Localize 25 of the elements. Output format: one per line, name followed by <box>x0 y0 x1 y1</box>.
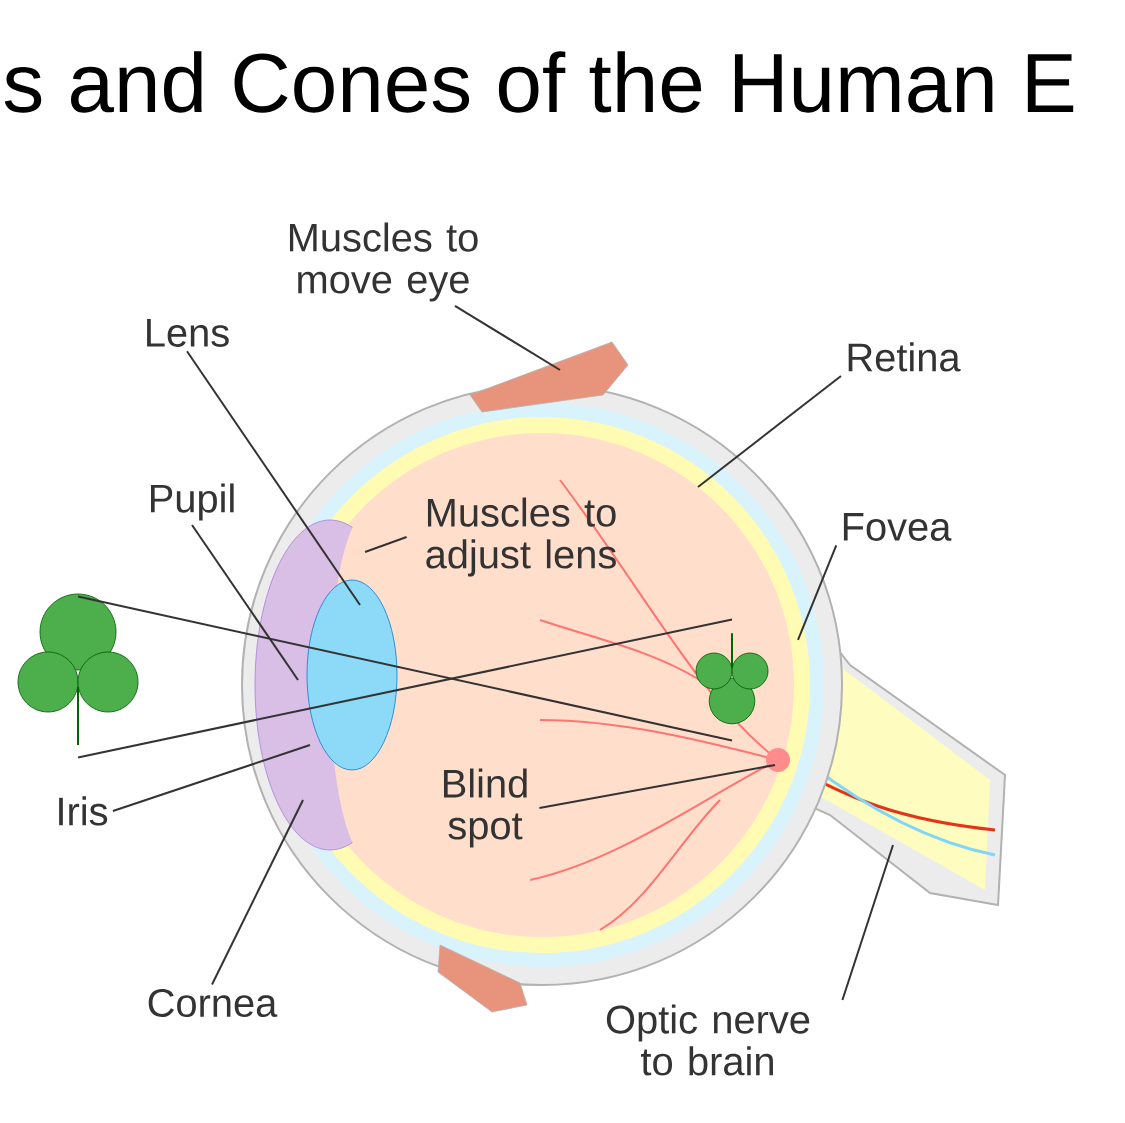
light-ray <box>77 618 733 759</box>
leader-line <box>186 350 361 606</box>
leader-line <box>364 536 408 553</box>
light-ray <box>77 595 733 742</box>
part-label: Muscles to adjust lens <box>426 497 616 577</box>
part-label: Muscles to move eye <box>289 222 478 302</box>
part-label: Blind spot <box>444 768 527 848</box>
leader-line <box>453 304 561 371</box>
part-label: Cornea <box>148 988 278 1018</box>
leader-line <box>538 764 776 809</box>
leaf-drawing <box>695 632 769 725</box>
part-label: Optic nerve to brain <box>606 1004 810 1076</box>
leader-line <box>841 844 894 1002</box>
leader-line <box>211 799 304 986</box>
leader-line <box>797 544 838 641</box>
leader-line <box>111 744 311 812</box>
leaf-drawing <box>17 593 139 746</box>
leader-line <box>697 375 842 488</box>
part-label: Iris <box>59 796 108 826</box>
part-label: Pupil <box>151 483 234 521</box>
part-label: Lens <box>147 319 229 347</box>
part-label: Retina <box>848 342 961 372</box>
title: s and Cones of the Human E <box>4 51 1074 113</box>
part-label: Fovea <box>843 513 952 541</box>
leader-line <box>191 523 299 681</box>
